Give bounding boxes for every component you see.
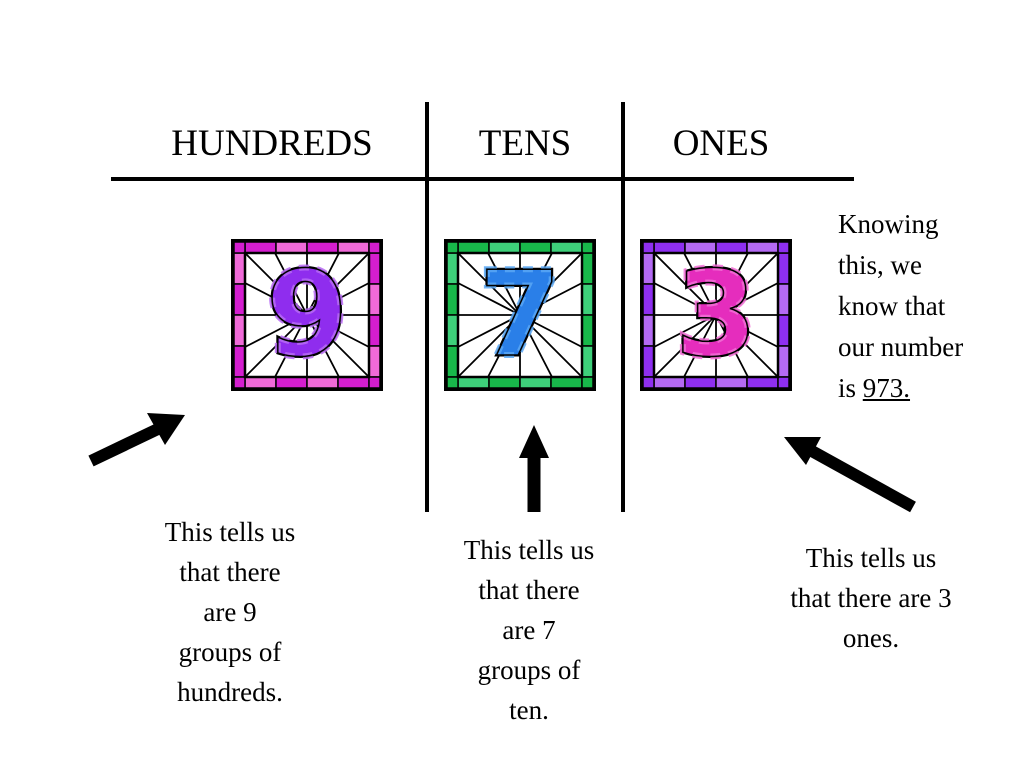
svg-text:9: 9 [266, 245, 348, 383]
conclusion-line: know that [838, 291, 946, 321]
caption-line: ones. [842, 623, 900, 653]
heading-tens: TENS [478, 123, 572, 164]
caption-line: hundreds. [177, 677, 283, 707]
caption-ones: This tells us that there are 3 ones. [756, 538, 986, 658]
caption-line: This tells us [164, 517, 296, 547]
conclusion-line: is 973. [838, 368, 1018, 409]
caption-line: that there [179, 557, 281, 587]
arrow-to-tens [519, 425, 549, 512]
svg-text:9: 9 [266, 245, 348, 383]
svg-text:3: 3 [675, 245, 757, 383]
heading-hundreds: HUNDREDS [171, 123, 373, 164]
svg-text:7: 7 [479, 245, 561, 383]
svg-text:7: 7 [479, 245, 561, 383]
conclusion-line: our number [838, 332, 964, 362]
svg-text:3: 3 [675, 245, 757, 383]
arrow-to-hundreds [88, 413, 185, 467]
caption-hundreds: This tells us that there are 9 groups of… [135, 512, 325, 712]
column-divider-right [621, 102, 625, 512]
conclusion-number: 973. [862, 373, 911, 403]
svg-text:7: 7 [479, 245, 561, 383]
caption-line: are 7 [502, 615, 556, 645]
conclusion-text: Knowing this, we know that our number is… [838, 204, 1018, 409]
column-divider-left [425, 102, 429, 512]
caption-line: This tells us [463, 535, 595, 565]
caption-line: that there are 3 [790, 583, 952, 613]
conclusion-line: Knowing [838, 209, 939, 239]
caption-line: ten. [509, 695, 549, 725]
caption-tens: This tells us that there are 7 groups of… [434, 530, 624, 730]
caption-line: are 9 [203, 597, 257, 627]
conclusion-line: this, we [838, 250, 922, 280]
svg-text:3: 3 [675, 245, 757, 383]
conclusion-prefix: is [838, 373, 863, 403]
caption-line: groups of [477, 655, 581, 685]
heading-ones: ONES [672, 123, 770, 164]
caption-line: that there [478, 575, 580, 605]
header-rule [111, 177, 854, 181]
caption-line: groups of [178, 637, 282, 667]
svg-text:9: 9 [266, 245, 348, 383]
arrow-to-ones [784, 437, 916, 513]
caption-line: This tells us [805, 543, 937, 573]
